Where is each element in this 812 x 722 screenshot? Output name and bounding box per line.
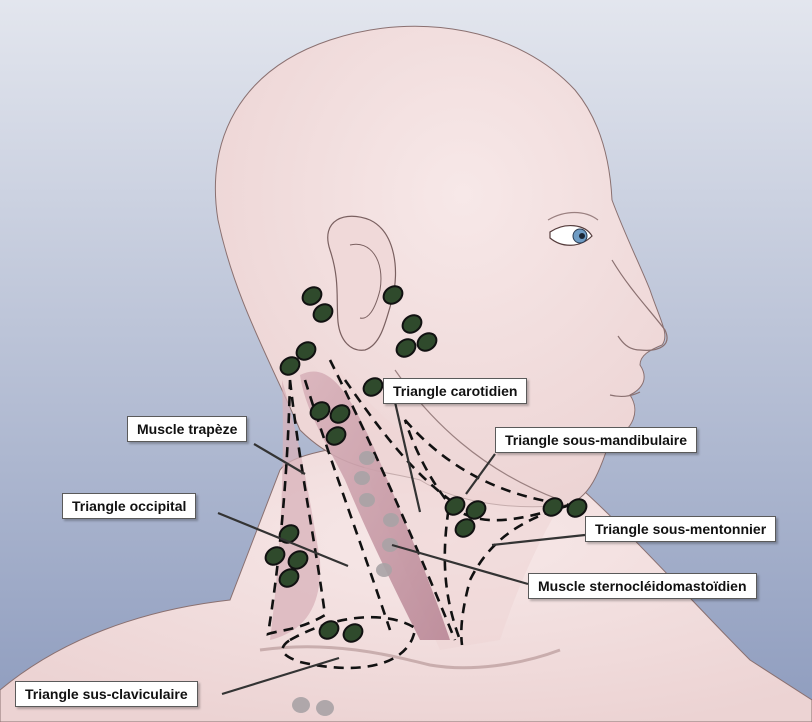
submandibular-triangle-label: Triangle sous-mandibulaire xyxy=(495,427,697,453)
lymph-node-icon xyxy=(354,471,370,485)
trapezius-muscle-label: Muscle trapèze xyxy=(127,416,247,442)
lymph-node-icon xyxy=(383,513,399,527)
carotid-triangle-label: Triangle carotidien xyxy=(383,378,527,404)
occipital-triangle-label: Triangle occipital xyxy=(62,493,196,519)
lymph-node-icon xyxy=(359,493,375,507)
lymph-node-icon xyxy=(376,563,392,577)
lymph-node-icon xyxy=(359,451,375,465)
sternocleidomastoid-muscle-label: Muscle sternocléidomastoïdien xyxy=(528,573,757,599)
lymph-node-icon xyxy=(292,697,310,713)
submental-triangle-label: Triangle sous-mentonnier xyxy=(585,516,776,542)
supraclavicular-triangle-label: Triangle sus-claviculaire xyxy=(15,681,198,707)
lymph-node-icon xyxy=(316,700,334,716)
